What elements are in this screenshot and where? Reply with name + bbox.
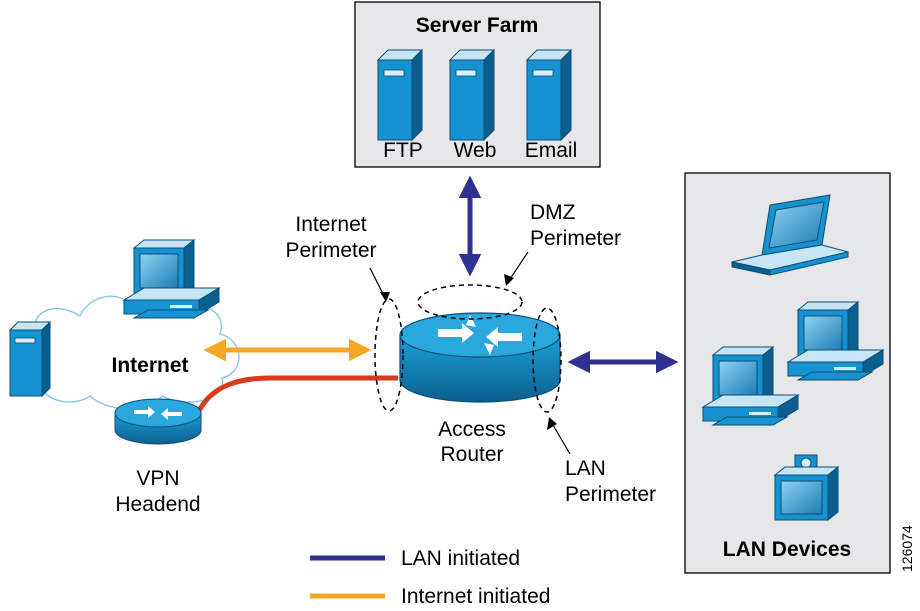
legend: LAN initiated Internet initiated	[310, 547, 550, 608]
dmz-perimeter-pointer-head	[504, 274, 514, 286]
vpn-headend-router-icon	[114, 398, 202, 445]
ftp-label: FTP	[383, 139, 423, 162]
lan-perimeter-label-line1: LAN	[565, 457, 606, 480]
dmz-perimeter-label-line2: Perimeter	[530, 227, 621, 250]
access-router-label-line1: Access	[438, 418, 506, 441]
email-label: Email	[525, 139, 578, 162]
legend-lan-label: LAN initiated	[401, 547, 520, 570]
dmz-perimeter-ellipse	[417, 284, 523, 320]
server-farm-panel: Server Farm FTP Web Email	[354, 1, 601, 168]
legend-internet-label: Internet initiated	[401, 585, 550, 608]
figure-id: 126074	[899, 525, 915, 572]
ftp-server-icon	[377, 49, 423, 141]
internet-perimeter-pointer-head	[380, 292, 390, 302]
server-farm-title: Server Farm	[416, 14, 539, 37]
internet-server-icon	[8, 320, 52, 398]
laptop-icon	[731, 194, 849, 276]
internet-cloud: Internet	[17, 295, 240, 410]
access-router-label-line2: Router	[440, 443, 503, 466]
lan-devices-panel: LAN Devices	[684, 172, 891, 574]
internet-label: Internet	[111, 354, 188, 377]
web-server-icon	[449, 49, 495, 141]
lan-devices-title: LAN Devices	[723, 538, 851, 561]
lan-perimeter-label-line2: Perimeter	[565, 483, 656, 506]
internet-perimeter-ellipse	[374, 298, 404, 412]
email-server-icon	[526, 49, 572, 141]
vpn-headend-label-line2: Headend	[115, 493, 200, 516]
video-camera-icon	[773, 454, 840, 522]
internet-perimeter-label-line1: Internet	[295, 213, 366, 236]
lan-perimeter-ellipse	[532, 307, 562, 413]
internet-pc-icon	[123, 239, 220, 319]
lan-perimeter-pointer-head	[547, 417, 557, 430]
vpn-tunnel-line	[194, 375, 398, 417]
internet-perimeter-label-line2: Perimeter	[285, 239, 376, 262]
web-label: Web	[454, 139, 497, 162]
vpn-headend-label-line1: VPN	[136, 467, 179, 490]
dmz-perimeter-label-line1: DMZ	[530, 201, 576, 224]
